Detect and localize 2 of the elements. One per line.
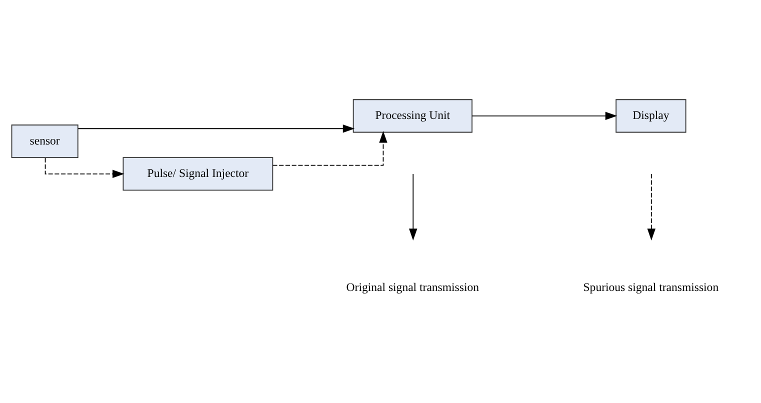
legend-label: Spurious signal transmission — [583, 280, 719, 294]
legend-label: Original signal transmission — [346, 280, 480, 294]
